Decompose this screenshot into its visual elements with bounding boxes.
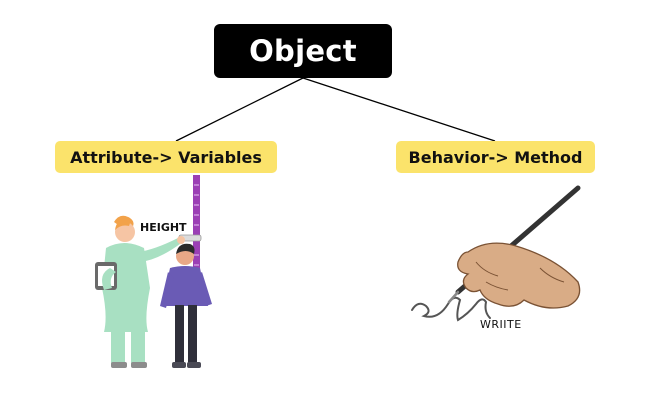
nurse-figure	[95, 215, 185, 368]
measuring-stick	[193, 175, 200, 285]
write-label: WRIITE	[480, 318, 522, 331]
object-node: Object	[214, 24, 392, 78]
attribute-node: Attribute-> Variables	[55, 141, 277, 173]
connector-root-to-behavior	[302, 77, 496, 142]
behavior-label: Behavior-> Method	[408, 147, 583, 167]
connector-root-to-attribute	[175, 77, 304, 142]
attribute-label: Attribute-> Variables	[70, 147, 262, 167]
child-figure	[160, 243, 212, 368]
height-label: HEIGHT	[140, 221, 187, 234]
behavior-node: Behavior-> Method	[396, 141, 595, 173]
scribble-line	[411, 296, 491, 322]
height-measurement-illustration: HEIGHT	[95, 175, 212, 368]
hand	[457, 242, 581, 309]
writing-hand-illustration: WRIITE	[411, 185, 581, 331]
object-label: Object	[249, 34, 357, 68]
